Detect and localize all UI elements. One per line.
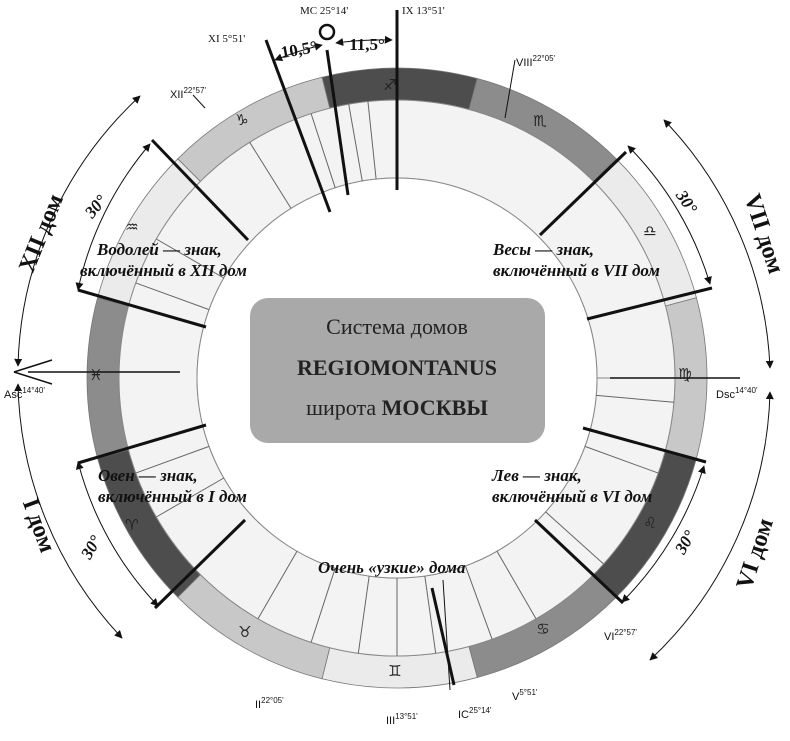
cusp-label-xii: XII22°57' [170, 86, 206, 101]
degree-label-vi: 30° [671, 527, 700, 558]
cusp-label-ii: II22°05' [255, 696, 284, 711]
house-tick [348, 104, 363, 182]
cusp-line-vii-top [538, 150, 628, 237]
note-leo-1: Лев — знак, [491, 466, 582, 485]
arrow-xii-house [14, 95, 141, 367]
cusp-line-viii [504, 59, 516, 119]
note-leo-2: включённый в VI дом [492, 487, 653, 506]
cusp-line-xii-b [150, 138, 250, 242]
arrow-30-vi [621, 465, 706, 603]
center-box [250, 298, 545, 443]
pisces-icon: ♓ [89, 366, 102, 384]
house-tick [424, 575, 437, 654]
degree-label-vii: 30° [671, 186, 701, 217]
cusp-label-ic: IC25°14' [458, 706, 492, 721]
house-label-xii: XII дом [14, 190, 69, 276]
cusp-label-vi: VI22°57' [604, 628, 637, 643]
asc-arrow [13, 359, 53, 385]
center-line-1: Система домов [326, 314, 468, 339]
zodiac-glyphs: ♐ ♏ ♎ ♍ ♌ ♋ ♊ ♉ ♈ ♓ ♒ ♑ [89, 76, 691, 680]
arrow-30-xii [75, 143, 151, 291]
house-tick [310, 113, 336, 188]
cusp-label-dsc: Dsc14°40' [716, 386, 758, 401]
virgo-icon: ♍ [678, 365, 691, 383]
aries-icon: ♈ [125, 516, 138, 534]
house-label-vi: VI дом [732, 515, 779, 592]
libra-icon: ♎ [643, 222, 656, 240]
house-tick [464, 565, 493, 640]
cusp-line-xi [264, 39, 332, 213]
capricorn-icon: ♑ [235, 111, 248, 129]
house-tick [310, 568, 336, 643]
center-line-2: REGIOMONTANUS [297, 355, 497, 380]
mc-marker-icon [318, 23, 336, 41]
house-tick [249, 141, 292, 209]
taurus-icon: ♉ [238, 623, 251, 641]
sagittarius-icon: ♐ [383, 76, 396, 94]
angle-top-left: 10,5° [279, 37, 318, 62]
cusp-line-mc [325, 49, 350, 196]
house-tick [155, 477, 225, 518]
house-label-i: I дом [17, 495, 60, 556]
center-line-3: широта МОСКВЫ [306, 395, 488, 420]
house-tick [367, 101, 377, 180]
house-arrows [14, 35, 774, 661]
arrow-vi-house [649, 391, 774, 661]
note-libra-1: Весы — знак, [492, 240, 594, 259]
degree-label-xii: 30° [80, 191, 111, 222]
arrow-30-vii [627, 145, 712, 285]
cusp-lines [28, 10, 740, 691]
leo-icon: ♌ [643, 514, 656, 532]
cusp-line-i-b [153, 518, 247, 610]
degree-label-i: 30° [77, 532, 106, 563]
house-label-vii: VII дом [739, 191, 789, 277]
cusp-label-asc: Asc14°40' [4, 386, 45, 401]
note-libra-2: включённый в VII дом [493, 261, 660, 280]
cusp-label-ix: IX 13°51' [402, 5, 445, 17]
cusp-label-xi: XI 5°51' [208, 33, 245, 45]
arrow-i-house [14, 383, 123, 639]
house-tick [155, 238, 225, 279]
house-tick [496, 550, 537, 620]
angle-top-right: 11,5° [349, 35, 385, 54]
cusp-line-xii-c [192, 94, 206, 109]
aquarius-icon: ♒ [125, 218, 138, 236]
house-tick [357, 575, 370, 654]
cusp-label-viii: VIII22°05' [516, 54, 556, 69]
cusp-line-ic [442, 579, 451, 691]
house-tick [545, 511, 604, 565]
note-aquarius-1: Водолей — знак, [96, 240, 222, 259]
house-tick [257, 550, 298, 620]
note-aries-1: Овен — знак, [98, 466, 198, 485]
note-aquarius-2: включённый в XII дом [80, 261, 247, 280]
note-narrow: Очень «узкие» дома [318, 558, 466, 577]
note-aries-2: включённый в I дом [98, 487, 247, 506]
scorpio-icon: ♏ [533, 112, 547, 130]
cusp-line-vi-low [533, 518, 625, 605]
cusp-label-mc: MC 25°14' [300, 5, 348, 17]
arrow-30-i [75, 461, 159, 607]
cusp-label-iii: III13°51' [386, 712, 418, 727]
gemini-icon: ♊ [388, 662, 401, 680]
cusp-label-v: V5°51' [512, 688, 538, 703]
cancer-icon: ♋ [536, 620, 549, 638]
arrow-top-left [274, 42, 323, 62]
cusp-line-v [430, 587, 456, 686]
arrow-top-right [335, 35, 393, 46]
